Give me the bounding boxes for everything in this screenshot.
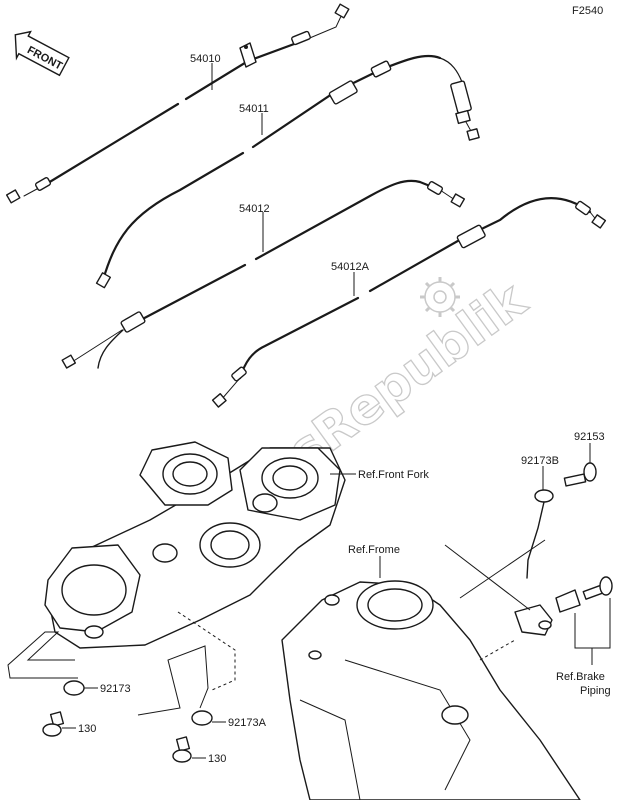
callout-92173b: 92173B [521,455,559,467]
callout-54012a: 54012A [331,261,370,273]
cable-guide-92173a [137,645,213,726]
cable-54012 [61,179,466,369]
callout-54012: 54012 [239,203,270,215]
ref-brake-line2: Piping [580,685,611,697]
bolt-130-right [172,736,192,763]
front-arrow-icon: FRONT [14,30,70,77]
leader-92173b-bracket [444,539,546,611]
cable-54010 [5,3,350,204]
leader-ref-brake-piping [574,598,611,665]
connector-dashed-frame [479,639,516,661]
frame-headstock [281,580,581,800]
callout-54011: 54011 [239,103,269,115]
ref-brake-line1: Ref.Brake [556,671,605,683]
callout-92173: 92173 [100,683,131,695]
fork-bracket [44,441,346,649]
callout-92153: 92153 [574,431,605,443]
cable-54011 [95,54,480,289]
brake-hose-bracket [514,589,581,636]
callout-130-right: 130 [208,753,226,765]
bolt-92153 [563,462,597,487]
ref-front-fork: Ref.Front Fork [358,469,429,481]
callout-54010: 54010 [190,53,221,65]
cable-54012a [211,196,607,408]
bolt-brake-bracket [582,576,613,600]
ref-frame: Ref.Frome [348,544,400,556]
callout-130-left: 130 [78,723,96,735]
callout-92173a: 92173A [228,717,267,729]
diagram-code: F2540 [572,5,603,17]
gear-watermark-icon [420,277,460,317]
clamp-92173b [526,489,554,579]
bolt-130-left [42,711,65,737]
